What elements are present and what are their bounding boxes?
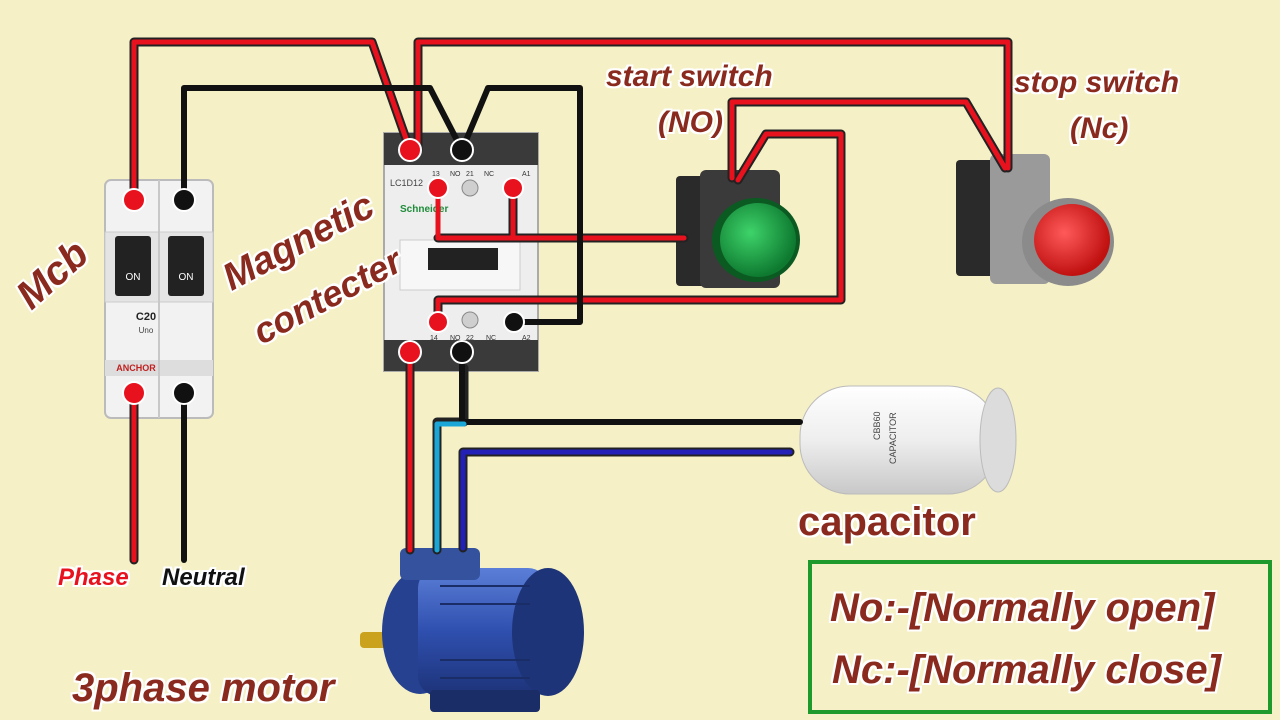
neutral-label: Neutral	[162, 564, 245, 591]
stop-switch-label: stop switch	[1014, 66, 1180, 99]
legend-no-text: No:-[Normally open]	[830, 586, 1215, 630]
terminal-dots	[122, 138, 525, 405]
wire-mcb-to-contactor	[131, 39, 413, 203]
terminal-label-top-1: 13	[432, 171, 440, 178]
terminal-label-top-4: NC	[484, 171, 494, 178]
start-switch-label: start switch	[606, 60, 773, 93]
wire-stop-to-start	[729, 99, 1008, 181]
terminal-label-bottom-4: NC	[486, 335, 496, 342]
three-phase-motor	[360, 548, 584, 712]
legend-nc-text: Nc:-[Normally close]	[832, 648, 1221, 692]
terminal-label-bottom-5: A2	[522, 335, 531, 342]
mcb-rating-text: C20	[136, 311, 156, 323]
capacitor-component	[799, 385, 1017, 495]
phase-label: Phase	[58, 564, 129, 591]
start-push-button	[676, 170, 800, 288]
mcb-breaker	[104, 179, 214, 419]
contactor-model-text: LC1D12	[390, 178, 423, 188]
legend-box: No:-[Normally open] Nc:-[Normally close]	[808, 560, 1272, 714]
magnetic-contactor	[383, 132, 539, 372]
terminal-label-top-2: NO	[450, 171, 461, 178]
stop-push-button	[956, 154, 1114, 286]
terminal-label-bottom-1: 14	[430, 335, 438, 342]
start-switch-type-label: (NO)	[658, 106, 723, 139]
wires	[129, 37, 1013, 565]
mcb-on-right-text: ON	[179, 272, 194, 283]
wire-motor-cyan	[434, 421, 467, 553]
mcb-on-left-text: ON	[126, 272, 141, 283]
wire-neutral-coil	[459, 85, 583, 325]
terminal-label-bottom-3: 22	[466, 335, 474, 342]
wire-contactor-to-stop	[415, 39, 1011, 171]
capacitor-type-text: CAPACITOR	[888, 412, 898, 464]
contactor-brand-text: Schneider	[400, 204, 448, 215]
wire-motor-to-capacitor	[460, 449, 793, 551]
motor-cooling-fins	[440, 585, 530, 679]
wire-neutral-to-contactor	[181, 85, 465, 203]
terminal-label-top-3: 21	[466, 171, 474, 178]
stop-switch-type-label: (Nc)	[1070, 112, 1129, 145]
terminal-label-top-5: A1	[522, 171, 531, 178]
motor-label: 3phase motor	[72, 666, 335, 710]
capacitor-model-text: CBB60	[872, 411, 882, 440]
wire-start-return	[435, 131, 844, 325]
capacitor-label: capacitor	[798, 500, 976, 544]
mcb-series-text: Uno	[139, 326, 154, 335]
contactor-bottom-terminal-labels: 14 NO 22 NC A2	[430, 335, 531, 342]
mcb-brand-text: ANCHOR	[116, 363, 156, 373]
contactor-top-terminal-labels: 13 NO 21 NC A1	[432, 171, 531, 178]
terminal-label-bottom-2: NO	[450, 335, 461, 342]
